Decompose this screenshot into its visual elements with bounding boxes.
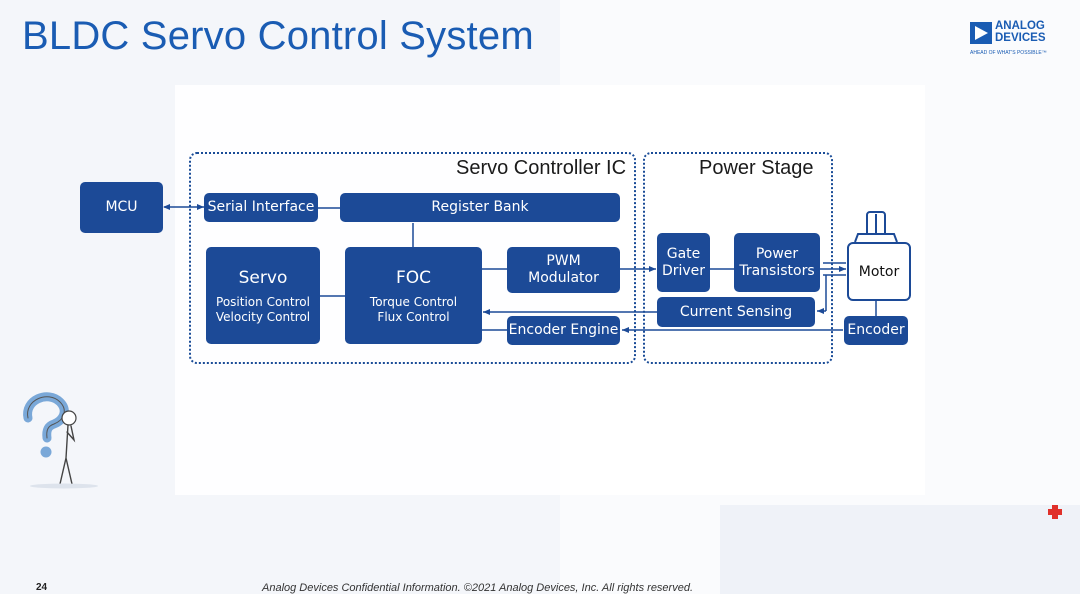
encoder-engine-block: Encoder Engine: [507, 316, 620, 345]
encoder-block: Encoder: [844, 316, 908, 345]
logo-triangle-icon: [970, 22, 992, 44]
gate-driver-line1: Gate: [666, 245, 701, 262]
serial-interface-label: Serial Interface: [207, 199, 315, 215]
encoder-engine-label: Encoder Engine: [508, 322, 619, 338]
power-stage-title: Power Stage: [699, 157, 814, 179]
serial-interface-block: Serial Interface: [204, 193, 318, 222]
servo-controller-ic-title: Servo Controller IC: [456, 157, 627, 179]
foc-title: FOC: [395, 267, 432, 288]
power-stage-region: [643, 152, 833, 364]
red-cross-icon: [1048, 505, 1062, 519]
servo-line2: Velocity Control: [215, 309, 311, 324]
mcu-block: MCU: [80, 182, 163, 233]
motor-shaft: [854, 211, 898, 243]
power-transistors-block: Power Transistors: [734, 233, 820, 292]
power-transistors-line2: Transistors: [739, 262, 815, 279]
servo-line1: Position Control: [216, 294, 310, 309]
background-shape: [720, 505, 1080, 594]
confidential-footer: Analog Devices Confidential Information.…: [262, 582, 694, 594]
foc-line2: Flux Control: [377, 309, 450, 324]
foc-line1: Torque Control: [369, 294, 458, 309]
thinking-person-illustration: [23, 392, 98, 489]
servo-title: Servo: [238, 267, 288, 288]
gate-driver-line2: Driver: [661, 262, 706, 279]
motor-block: Motor: [847, 242, 911, 301]
logo-text-line2: DEVICES: [995, 32, 1046, 44]
pwm-line2: Modulator: [528, 270, 599, 286]
gate-driver-block: Gate Driver: [657, 233, 710, 292]
slide-title: BLDC Servo Control System: [22, 14, 534, 58]
logo-text-line1: ANALOG: [995, 20, 1045, 32]
current-sensing-label: Current Sensing: [679, 303, 793, 320]
analog-devices-logo: ANALOG DEVICES AHEAD OF WHAT'S POSSIBLE™: [970, 20, 1070, 64]
pwm-modulator-block: PWM Modulator: [507, 247, 620, 293]
power-transistors-line1: Power: [755, 245, 799, 262]
motor-label: Motor: [858, 263, 900, 280]
register-bank-label: Register Bank: [431, 199, 529, 215]
logo-tagline: AHEAD OF WHAT'S POSSIBLE™: [970, 50, 1047, 56]
servo-controller-ic-region: [189, 152, 636, 364]
pwm-line1: PWM: [546, 253, 581, 269]
current-sensing-block: Current Sensing: [657, 297, 815, 327]
foc-block: FOC Torque Control Flux Control: [345, 247, 482, 344]
page-number: 24: [36, 582, 48, 593]
servo-block: Servo Position Control Velocity Control: [206, 247, 320, 344]
encoder-label: Encoder: [847, 322, 905, 338]
mcu-label: MCU: [105, 199, 138, 215]
register-bank-block: Register Bank: [340, 193, 620, 222]
